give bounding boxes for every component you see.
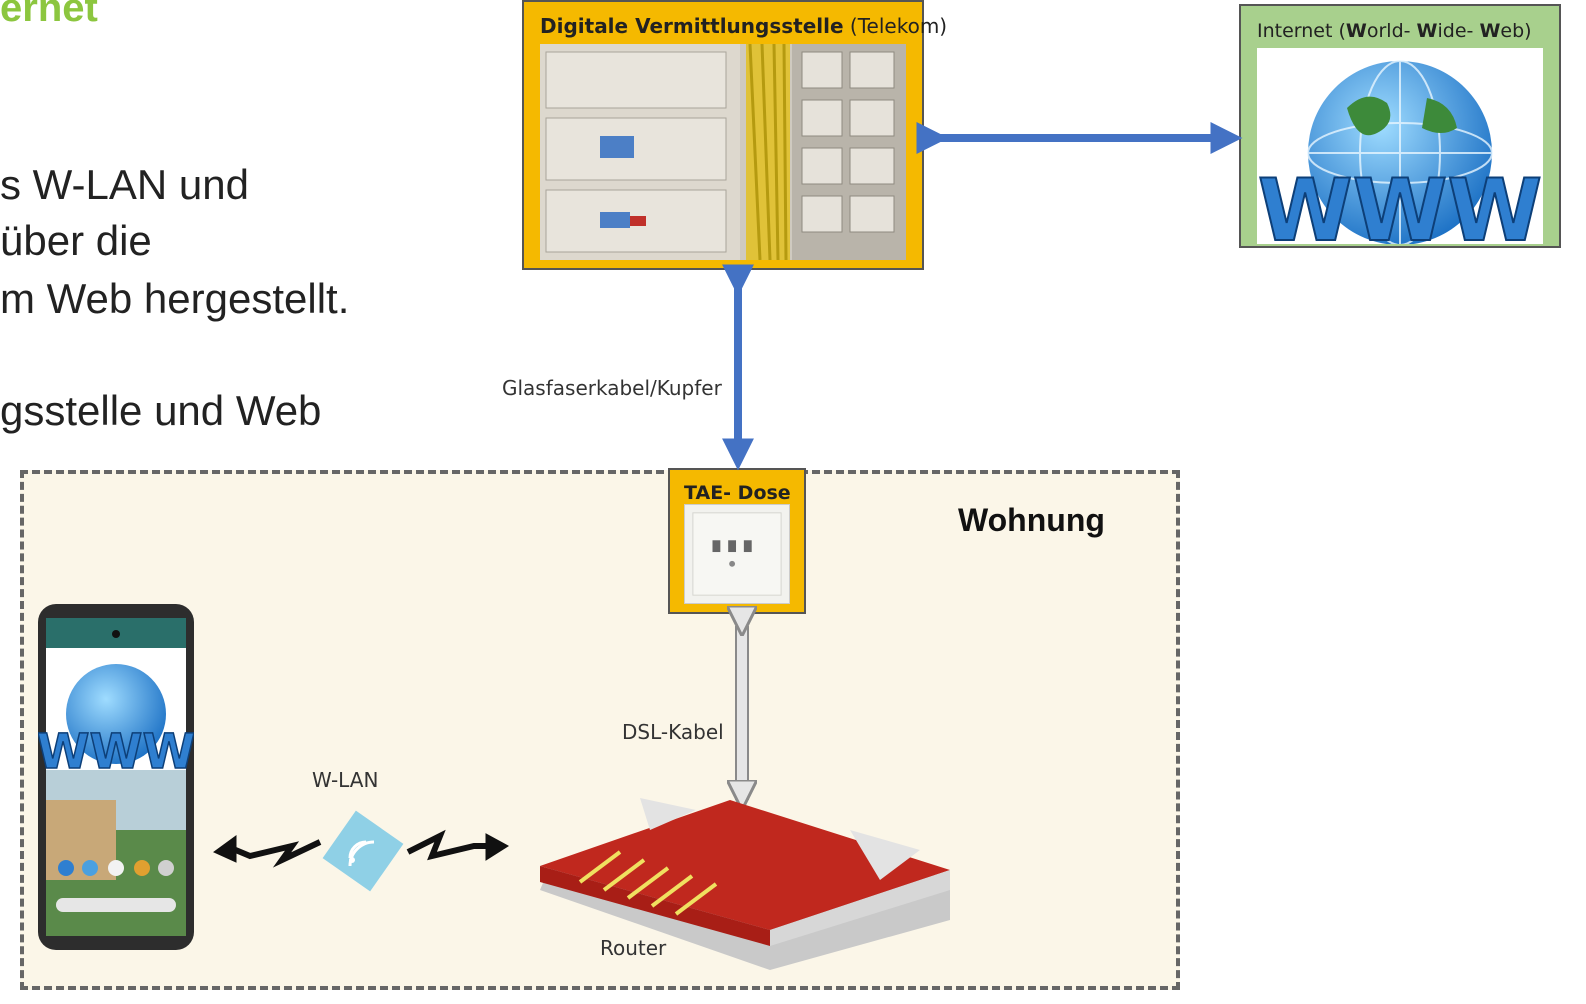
body-text-line-3: m Web hergestellt.: [0, 275, 350, 322]
wlan-lightning-left: [213, 835, 322, 868]
body-text-line-4: gsstelle und Web: [0, 387, 322, 434]
wohnung-label: Wohnung: [958, 502, 1105, 538]
tae-dose-label: TAE- Dose: [684, 482, 791, 504]
internet-box: Internet (World- Wide- Web) WWW: [1239, 4, 1561, 248]
smartphone-image: WWW: [38, 604, 194, 950]
slide-title: ernet: [0, 0, 98, 30]
glasfaser-label: Glasfaserkabel/Kupfer: [502, 376, 722, 400]
switching-rack-image: [540, 44, 906, 260]
internet-label-w3: W: [1479, 20, 1501, 42]
router-label: Router: [600, 936, 667, 960]
internet-label-r2: ide-: [1437, 20, 1480, 42]
internet-label-r1: orld-: [1366, 20, 1417, 42]
internet-label-w2: W: [1416, 20, 1438, 42]
internet-label: Internet (World- Wide- Web): [1257, 20, 1532, 42]
www-globe-image: WWW: [1257, 48, 1543, 244]
body-text-line-2: über die: [0, 217, 152, 264]
wlan-lightning-right: [406, 829, 509, 861]
dsl-label: DSL-Kabel: [622, 720, 724, 744]
internet-label-w1: W: [1345, 20, 1367, 42]
vermittlungsstelle-label: Digitale Vermittlungsstelle (Telekom): [540, 14, 947, 38]
internet-label-pre: Internet (: [1257, 20, 1346, 42]
router-image: [540, 798, 950, 970]
wlan-label: W-LAN: [312, 768, 379, 792]
vermittlungsstelle-label-normal: (Telekom): [843, 14, 948, 38]
tae-socket-image: [684, 504, 790, 604]
internet-label-r3: eb): [1500, 20, 1532, 42]
vermittlungsstelle-label-bold: Digitale Vermittlungsstelle: [540, 14, 844, 38]
vermittlungsstelle-box: Digitale Vermittlungsstelle (Telekom): [522, 0, 947, 270]
body-text-line-1: s W-LAN und: [0, 161, 249, 208]
wifi-icon: [322, 810, 404, 892]
svg-text:WWW: WWW: [1258, 161, 1543, 244]
tae-dose-box: TAE- Dose: [668, 468, 806, 614]
